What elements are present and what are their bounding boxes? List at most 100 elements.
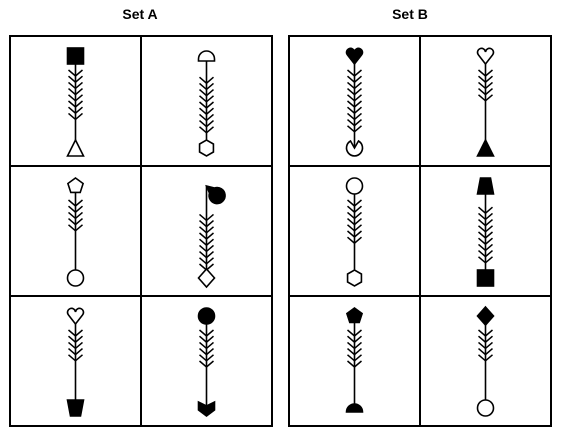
set-b-label: Set B bbox=[392, 6, 428, 22]
feather-chevron bbox=[68, 106, 83, 115]
feather-chevron bbox=[347, 75, 362, 84]
feather-chevron bbox=[347, 236, 362, 245]
feather-chevron bbox=[478, 256, 493, 264]
feather-chevron bbox=[478, 88, 493, 96]
feather-chevron bbox=[199, 107, 214, 116]
hollow-hexagon-icon bbox=[346, 269, 363, 287]
filled-circle-icon bbox=[197, 307, 216, 325]
filled-trapezoid-icon bbox=[476, 177, 495, 195]
feather-chevron bbox=[478, 341, 493, 350]
feather-chevron bbox=[68, 112, 83, 121]
figure-cell bbox=[140, 295, 273, 427]
feather-chevron bbox=[68, 81, 83, 90]
feather-chevron bbox=[68, 199, 83, 207]
feather-chevron bbox=[199, 360, 214, 368]
feather-chevron bbox=[68, 205, 83, 214]
feather-chevron bbox=[199, 329, 214, 337]
feather-chevron bbox=[199, 335, 214, 344]
feather-chevron bbox=[199, 257, 214, 265]
feather-chevron bbox=[68, 100, 83, 108]
feather-chevron bbox=[68, 341, 83, 350]
feather-chevron bbox=[68, 224, 83, 232]
feather-chevron bbox=[68, 88, 83, 96]
feather-chevron bbox=[199, 101, 214, 109]
filled-diamond-icon bbox=[476, 305, 495, 327]
hollow-heart-icon bbox=[66, 307, 85, 326]
filled-pentagon-icon bbox=[345, 307, 364, 324]
feather-chevron bbox=[478, 212, 493, 221]
feather-chevron bbox=[347, 211, 362, 220]
feather-chevron bbox=[347, 218, 362, 226]
feather-chevron bbox=[347, 88, 362, 96]
filled-heart-icon bbox=[345, 47, 364, 66]
feather-chevron bbox=[347, 94, 362, 102]
feather-chevron bbox=[478, 250, 493, 258]
feather-chevron bbox=[199, 95, 214, 103]
figure-cell bbox=[288, 35, 421, 167]
filled-square-icon bbox=[66, 47, 85, 65]
feather-chevron bbox=[347, 199, 362, 207]
feather-chevron bbox=[199, 126, 214, 134]
feather-chevron bbox=[68, 211, 83, 220]
feather-chevron bbox=[478, 219, 493, 227]
feather-chevron bbox=[347, 354, 362, 362]
figure-cell bbox=[419, 295, 552, 427]
cell-border bbox=[419, 295, 552, 427]
feather-chevron bbox=[478, 231, 493, 239]
feather-chevron bbox=[347, 100, 362, 108]
filled-pacman-icon bbox=[205, 184, 226, 205]
hollow-semicircle-icon bbox=[197, 50, 216, 62]
feather-chevron bbox=[347, 230, 362, 238]
filled-semicircle-icon bbox=[345, 403, 364, 413]
feather-chevron bbox=[478, 243, 493, 252]
feather-chevron bbox=[347, 341, 362, 350]
feather-chevron bbox=[199, 232, 214, 240]
feather-chevron bbox=[478, 75, 493, 84]
feather-chevron bbox=[68, 329, 83, 337]
figure-cell bbox=[9, 165, 142, 297]
feather-chevron bbox=[478, 69, 493, 77]
hollow-circle-icon bbox=[66, 269, 85, 287]
feather-chevron bbox=[68, 218, 83, 226]
feather-chevron bbox=[68, 94, 83, 102]
feather-chevron bbox=[199, 341, 214, 350]
hollow-pacman-icon bbox=[345, 139, 364, 157]
feather-chevron bbox=[68, 354, 83, 362]
hollow-circle-icon bbox=[476, 399, 495, 417]
filled-arrowtail-icon bbox=[197, 400, 216, 417]
feather-chevron bbox=[199, 82, 214, 91]
feather-chevron bbox=[199, 113, 214, 122]
feather-chevron bbox=[347, 329, 362, 337]
hollow-triangle-icon bbox=[66, 138, 85, 157]
filled-trapezoid-icon bbox=[66, 399, 85, 417]
figure-cell bbox=[419, 35, 552, 167]
hollow-heart-icon bbox=[476, 47, 495, 66]
hollow-pentagon-icon bbox=[66, 177, 85, 194]
hollow-diamond-icon bbox=[197, 267, 216, 289]
feather-chevron bbox=[199, 213, 214, 222]
feather-chevron bbox=[68, 69, 83, 77]
feather-chevron bbox=[199, 226, 214, 234]
figure-cell bbox=[140, 35, 273, 167]
feather-chevron bbox=[68, 335, 83, 344]
feather-chevron bbox=[478, 348, 493, 356]
feather-chevron bbox=[347, 119, 362, 127]
feather-chevron bbox=[347, 360, 362, 368]
feather-chevron bbox=[478, 329, 493, 337]
filled-square-icon bbox=[476, 269, 495, 287]
set-a-grid bbox=[9, 35, 273, 427]
feather-chevron bbox=[347, 224, 362, 232]
feather-chevron bbox=[347, 112, 362, 121]
feather-chevron bbox=[347, 335, 362, 344]
feather-chevron bbox=[199, 354, 214, 362]
feather-chevron bbox=[199, 120, 214, 128]
feather-chevron bbox=[347, 348, 362, 356]
feather-chevron bbox=[478, 206, 493, 215]
feather-chevron bbox=[199, 251, 214, 259]
feather-chevron bbox=[347, 81, 362, 90]
feather-chevron bbox=[478, 354, 493, 362]
feather-chevron bbox=[68, 75, 83, 84]
set-a-label: Set A bbox=[122, 6, 158, 22]
feather-chevron bbox=[199, 238, 214, 247]
filled-triangle-icon bbox=[476, 138, 495, 157]
